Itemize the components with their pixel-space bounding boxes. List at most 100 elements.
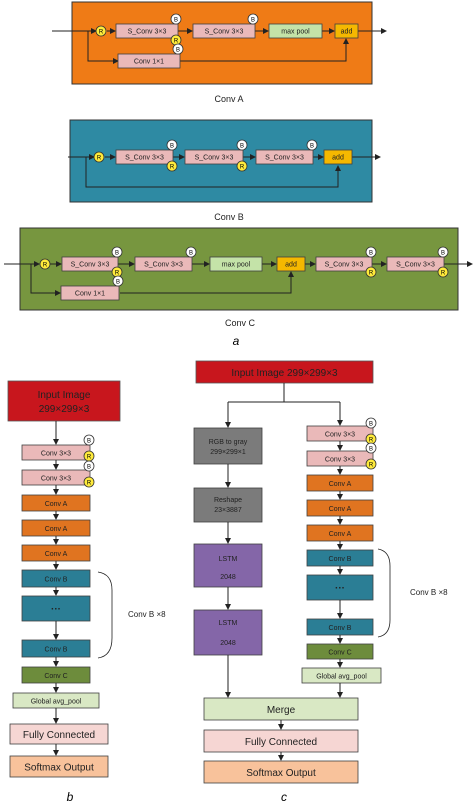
conv-1x1-label: Conv 1×1	[75, 291, 105, 298]
conv-a-block-label: Conv A	[329, 481, 352, 488]
conv-3x3-label: Conv 3×3	[41, 476, 71, 483]
conv-b-module: R S_Conv 3×3 B R S_Conv 3×3 B R S_Conv 3…	[68, 119, 381, 222]
s-conv-label: S_Conv 3×3	[71, 262, 110, 269]
conv-a-block-label: Conv A	[329, 531, 352, 538]
softmax-output-label: Softmax Output	[246, 768, 316, 779]
bn-badge	[306, 139, 318, 151]
relu-badge-label: R	[87, 481, 92, 487]
s-conv-label: S_Conv 3×3	[265, 155, 304, 162]
panel-c-label: c	[281, 790, 287, 804]
conv-b-block-label: Conv B	[45, 647, 68, 654]
add-label: add	[341, 29, 353, 36]
relu-badge	[39, 258, 51, 270]
global-avg-pool-label: Global avg_pool	[31, 699, 82, 706]
lstm-box	[193, 543, 263, 588]
bn-badge-label: B	[176, 48, 180, 54]
input-image-label: Input Image 299×299×3	[231, 368, 338, 379]
fully-connected-label: Fully Connected	[245, 737, 317, 748]
input-image-box	[7, 380, 121, 422]
s-conv-box	[61, 256, 119, 272]
add-box	[334, 23, 359, 39]
conv-b-caption: Conv B	[214, 212, 244, 222]
s-conv-label: S_Conv 3×3	[396, 262, 435, 269]
conv-a-block-label: Conv A	[329, 506, 352, 513]
rgb-to-gray-box	[193, 427, 263, 465]
global-avg-pool-label: Global avg_pool	[316, 674, 367, 681]
softmax-output-box	[9, 755, 109, 778]
s-conv-box	[255, 149, 314, 165]
s-conv-box	[115, 23, 179, 39]
lstm-title: LSTM	[219, 556, 238, 563]
conv-1x1-box	[60, 285, 120, 301]
relu-badge-label: R	[87, 455, 92, 461]
relu-badge	[93, 151, 105, 163]
reshape-size: 23×3887	[214, 507, 242, 514]
bn-badge-label: B	[116, 280, 120, 286]
relu-badge	[365, 266, 377, 278]
bn-badge	[437, 246, 449, 258]
relu-badge-label: R	[369, 463, 374, 469]
lstm-units: 2048	[220, 640, 236, 647]
relu-badge	[365, 458, 377, 470]
bn-badge-label: B	[174, 18, 178, 24]
bn-badge-label: B	[240, 144, 244, 150]
conv-c-block-label: Conv C	[44, 673, 67, 680]
conv-1x1-label: Conv 1×1	[134, 59, 164, 66]
bn-badge-label: B	[369, 251, 373, 257]
bn-badge	[236, 139, 248, 151]
panel-b-label: b	[67, 790, 74, 804]
conv-1x1-box	[117, 53, 181, 69]
add-box	[276, 256, 306, 272]
s-conv-box	[315, 256, 373, 272]
conv-a-caption: Conv A	[214, 94, 243, 104]
s-conv-box	[184, 149, 244, 165]
relu-badge-label: R	[99, 30, 104, 36]
conv-b-block-label: Conv B	[329, 625, 352, 632]
bn-badge	[170, 13, 182, 25]
add-label: add	[332, 155, 344, 162]
bn-badge-label: B	[87, 439, 91, 445]
bn-badge-label: B	[310, 144, 314, 150]
panel-b: Input Image 299×299×3 Conv 3×3 B R Conv …	[7, 380, 166, 804]
max-pool-label: max pool	[281, 29, 310, 36]
add-label: add	[285, 262, 297, 269]
softmax-output-box	[203, 760, 359, 784]
conv-c-module: R S_Conv 3×3 B R S_Conv 3×3 B max pool a…	[4, 227, 473, 328]
input-image-size: 299×299×3	[39, 404, 90, 415]
ellipsis-label: ···	[51, 604, 61, 615]
bn-badge	[111, 246, 123, 258]
s-conv-box	[386, 256, 445, 272]
conv-b-repeat-brace	[97, 571, 113, 659]
relu-badge-label: R	[240, 165, 245, 171]
relu-badge-label: R	[170, 165, 175, 171]
s-conv-label: S_Conv 3×3	[195, 155, 234, 162]
lstm-units: 2048	[220, 574, 236, 581]
conv-3x3-label: Conv 3×3	[41, 451, 71, 458]
relu-badge-label: R	[97, 156, 102, 162]
panel-a-label: a	[233, 334, 240, 348]
bn-badge-label: B	[251, 18, 255, 24]
conv-b-repeat-label: Conv B ×8	[410, 588, 448, 597]
max-pool-box	[209, 256, 263, 272]
add-box	[323, 149, 353, 165]
lstm-title: LSTM	[219, 620, 238, 627]
bn-badge-label: B	[87, 465, 91, 471]
bn-badge	[365, 417, 377, 429]
conv-a-block-label: Conv A	[45, 501, 68, 508]
relu-badge-label: R	[43, 263, 48, 269]
fully-connected-label: Fully Connected	[23, 730, 95, 741]
relu-badge	[83, 476, 95, 488]
bn-badge-label: B	[170, 144, 174, 150]
bn-badge	[166, 139, 178, 151]
bn-badge-label: B	[441, 251, 445, 257]
s-conv-box	[115, 149, 174, 165]
bn-badge-label: B	[189, 251, 193, 257]
max-pool-box	[268, 23, 323, 39]
conv-a-module: R S_Conv 3×3 B R S_Conv 3×3 B max pool a…	[52, 1, 387, 104]
input-image-title: Input Image	[38, 390, 91, 401]
conv-b-repeat-block	[306, 574, 374, 601]
lstm-box	[193, 609, 263, 656]
relu-badge	[437, 266, 449, 278]
bn-badge	[83, 434, 95, 446]
